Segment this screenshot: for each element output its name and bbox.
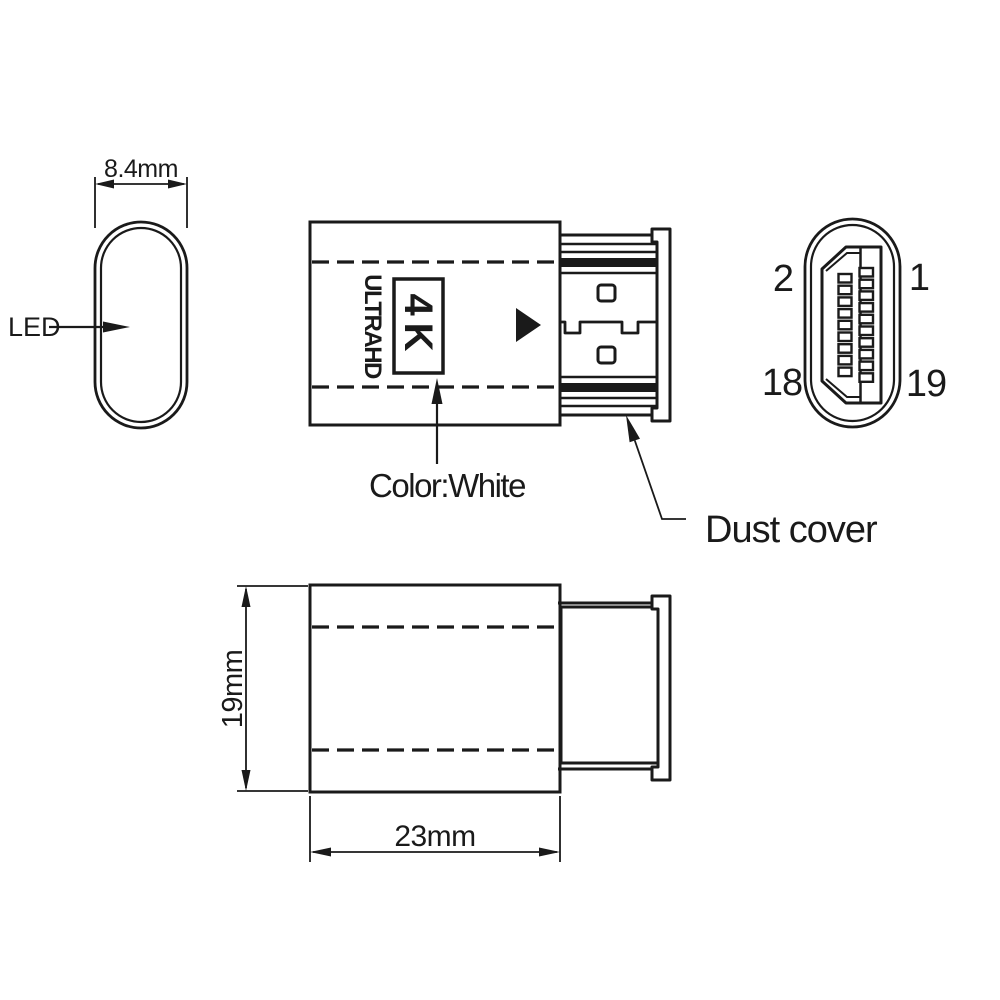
callout-arrow-icon (431, 378, 443, 404)
dimension-arrow-right-icon (539, 847, 560, 857)
height-dimension: 19mm (217, 585, 308, 792)
pin-number-19: 19 (906, 363, 946, 405)
pin-contact (837, 296, 853, 308)
pin-number-1: 1 (909, 257, 929, 299)
pin-contact (858, 348, 875, 360)
top-view-connector (560, 227, 672, 423)
4k-print-label: 4K (396, 293, 440, 358)
pin-contact (858, 372, 875, 383)
height-dimension-label: 19mm (217, 650, 249, 729)
pin-contact (837, 307, 853, 319)
pin-contact (858, 278, 875, 290)
pin-contact (858, 337, 875, 348)
length-dimension: 23mm (309, 796, 561, 862)
face-capsule-inner (809, 223, 896, 423)
dust-cover-sleeve (559, 605, 660, 765)
pin-contact (837, 331, 853, 343)
hdmi-face-view: 2 1 18 19 (762, 217, 947, 429)
led-capsule-outer (93, 220, 189, 430)
color-note-label: Color:White (369, 467, 525, 504)
pin-contact (837, 272, 853, 284)
shell-hole (596, 283, 617, 303)
dimension-arrow-left-icon (95, 179, 114, 189)
ultrahd-print-label: ULTRAHD (359, 274, 386, 379)
pin-contact (858, 313, 875, 325)
pin-contact (837, 354, 853, 366)
pin-contact (837, 284, 853, 296)
color-callout: Color:White (369, 378, 527, 504)
dimension-arrow-right-icon (168, 179, 187, 189)
pin-contact (858, 360, 875, 372)
body-outline (308, 583, 562, 794)
length-dimension-label: 23mm (394, 820, 475, 853)
led-width-dimension-label: 8.4mm (104, 155, 178, 183)
callout-arrow-icon (626, 415, 640, 443)
dust-cover-end-cap (650, 227, 672, 423)
pin-contact (837, 319, 853, 331)
led-side-view: 8.4mm LED (8, 155, 189, 430)
pin-contact (858, 325, 875, 337)
dust-cover-end-cap (650, 594, 672, 782)
pin-number-2: 2 (773, 258, 793, 300)
pin-contact (858, 290, 875, 302)
led-capsule-inner (99, 226, 183, 424)
shell-seam-notched (560, 320, 656, 335)
shell-band (561, 258, 656, 267)
4k-badge-box (392, 277, 445, 375)
dust-cover-callout: Dust cover (626, 415, 879, 551)
shell-band (561, 383, 656, 392)
callout-leader-line (633, 440, 686, 520)
pin-number-18: 18 (762, 362, 802, 404)
dimension-arrow-down-icon (241, 770, 251, 791)
led-arrow-icon (103, 321, 130, 333)
dust-cover-label: Dust cover (705, 509, 878, 551)
pin-contact (837, 366, 853, 378)
shell-hole (596, 345, 617, 365)
bottom-view: 19mm 23mm (217, 583, 672, 862)
dimension-arrow-left-icon (310, 847, 331, 857)
pin-contact (837, 343, 853, 354)
hdmi-shell-inner-line (825, 378, 860, 398)
hdmi-pin-column-odd (858, 266, 875, 383)
hdmi-shell-inner-line (825, 252, 860, 272)
play-triangle-icon (516, 308, 541, 342)
pin-contact (858, 301, 875, 313)
pin-contact (858, 266, 875, 278)
dimension-arrow-up-icon (241, 586, 251, 607)
hdmi-pin-column-even (837, 272, 853, 378)
